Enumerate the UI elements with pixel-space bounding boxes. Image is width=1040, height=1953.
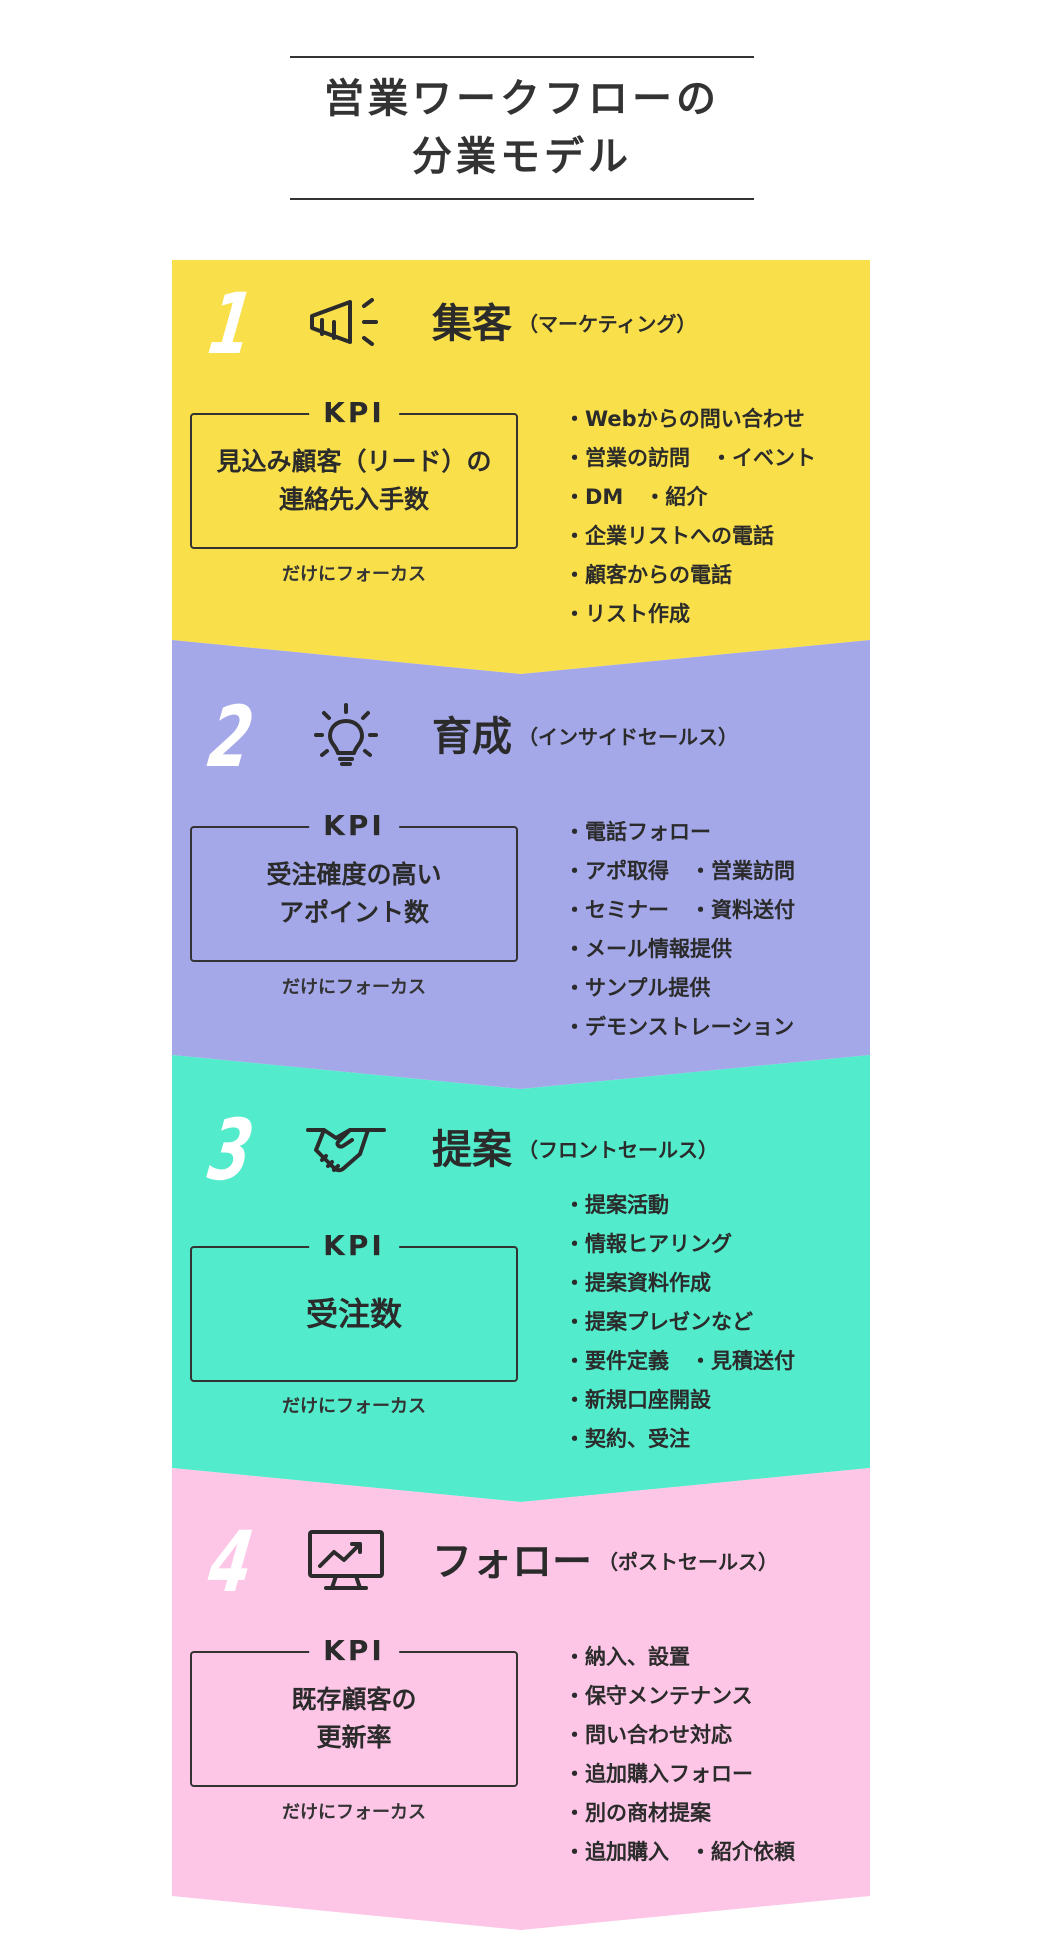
step-subtitle: （ポストセールス） [598,1550,778,1574]
list-item: ・要件定義 ・見積送付 [564,1349,795,1373]
kpi-label: KPI [309,1631,399,1671]
focus-note: だけにフォーカス [282,564,426,585]
step-subtitle: （インサイドセールス） [518,725,738,749]
list-item: ・顧客からの電話 [564,563,732,587]
list-item: ・契約、受注 [564,1427,690,1451]
kpi-text-line-1: 既存顧客の [291,1685,417,1714]
step-title: 提案（フロントセールス） [432,1127,718,1173]
list-item: ・アポ取得 ・営業訪問 [564,859,795,883]
list-item: ・提案活動 [564,1193,669,1217]
list-item: ・メール情報提供 [564,937,732,961]
kpi-box: KPI 受注確度の高い アポイント数 [190,806,518,962]
monitor-chart-icon [308,1530,384,1590]
kpi-text-line-1: 受注数 [305,1295,402,1333]
kpi-text-line-2: 連絡先入手数 [278,485,429,514]
kpi-label: KPI [309,1226,399,1266]
title-line-2: 分業モデル [412,134,632,180]
step-title: 集客（マーケティング） [432,301,697,347]
list-item: ・デモンストレーション [564,1015,795,1039]
lightbulb-icon [314,703,378,766]
list-item: ・保守メンテナンス [564,1684,753,1708]
band-yellow [172,260,870,674]
workflow-diagram: 1 集客（マーケティング） KPI 見込み顧客（リード）の 連絡先入手数 だけに… [172,260,870,1930]
activity-list: ・Webからの問い合わせ ・営業の訪問 ・イベント ・DM ・紹介 ・企業リスト… [564,400,816,634]
kpi-label: KPI [309,806,399,846]
activity-list: ・電話フォロー ・アポ取得 ・営業訪問 ・セミナー ・資料送付 ・メール情報提供… [564,813,795,1047]
list-item: ・企業リストへの電話 [564,524,774,548]
list-item: ・電話フォロー [564,820,711,844]
title-line-1: 営業ワークフローの [324,76,720,122]
kpi-text-line-1: 受注確度の高い [266,860,442,889]
list-item: ・提案資料作成 [564,1271,711,1295]
list-item: ・Webからの問い合わせ [564,407,805,431]
list-item: ・DM ・紹介 [564,485,708,509]
focus-note: だけにフォーカス [282,1396,426,1417]
activity-list: ・提案活動 ・情報ヒアリング ・提案資料作成 ・提案プレゼンなど ・要件定義 ・… [564,1186,795,1459]
step-title: フォロー（ポストセールス） [432,1539,778,1585]
list-item: ・追加購入フォロー [564,1762,753,1786]
kpi-text-line-2: アポイント数 [278,898,429,927]
kpi-box: KPI 既存顧客の 更新率 [190,1631,518,1787]
list-item: ・リスト作成 [564,602,690,626]
activity-list: ・納入、設置 ・保守メンテナンス ・問い合わせ対応 ・追加購入フォロー ・別の商… [564,1638,795,1872]
focus-note: だけにフォーカス [282,977,426,998]
step-subtitle: （マーケティング） [518,312,697,336]
list-item: ・追加購入 ・紹介依頼 [564,1840,795,1864]
list-item: ・納入、設置 [564,1645,690,1669]
kpi-box: KPI 見込み顧客（リード）の 連絡先入手数 [190,393,518,549]
list-item: ・情報ヒアリング [564,1232,732,1256]
kpi-label: KPI [309,393,399,433]
list-item: ・提案プレゼンなど [564,1310,753,1334]
page-title: 営業ワークフローの 分業モデル [290,56,754,200]
list-item: ・問い合わせ対応 [564,1723,732,1747]
kpi-text-line-2: 更新率 [316,1723,392,1752]
list-item: ・別の商材提案 [564,1801,711,1825]
kpi-text-line-1: 見込み顧客（リード）の [216,447,492,476]
band-pink [172,1468,870,1930]
focus-note: だけにフォーカス [282,1802,426,1823]
megaphone-icon [310,298,378,346]
list-item: ・営業の訪問 ・イベント [564,446,816,470]
step-subtitle: （フロントセールス） [518,1138,718,1162]
step-title: 育成（インサイドセールス） [432,714,738,760]
kpi-box: KPI 受注数 [190,1226,518,1382]
handshake-icon [306,1128,386,1173]
list-item: ・新規口座開設 [564,1388,711,1412]
list-item: ・サンプル提供 [564,976,711,1000]
list-item: ・セミナー ・資料送付 [564,898,795,922]
